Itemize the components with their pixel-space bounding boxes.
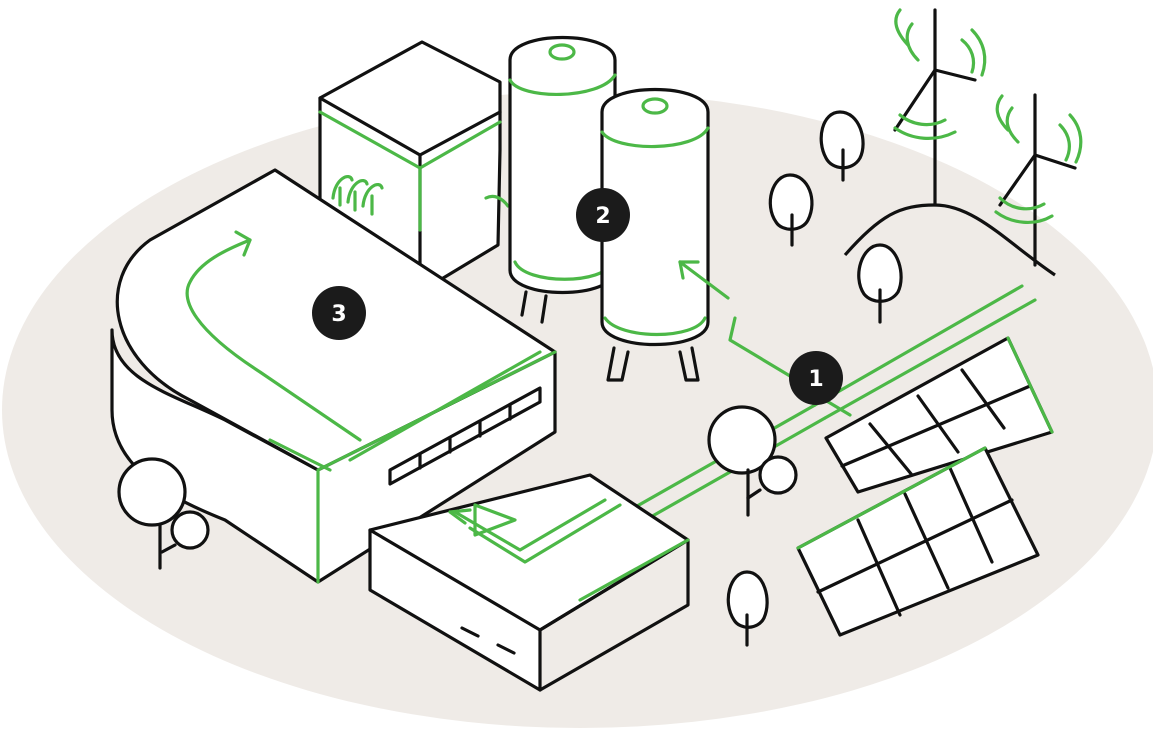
marker-2-label: 2 [595, 204, 610, 229]
marker-1-label: 1 [808, 367, 823, 392]
marker-3: 3 [312, 286, 366, 340]
marker-1: 1 [789, 351, 843, 405]
marker-2: 2 [576, 188, 630, 242]
marker-3-label: 3 [331, 302, 346, 327]
tank-left [510, 38, 615, 323]
